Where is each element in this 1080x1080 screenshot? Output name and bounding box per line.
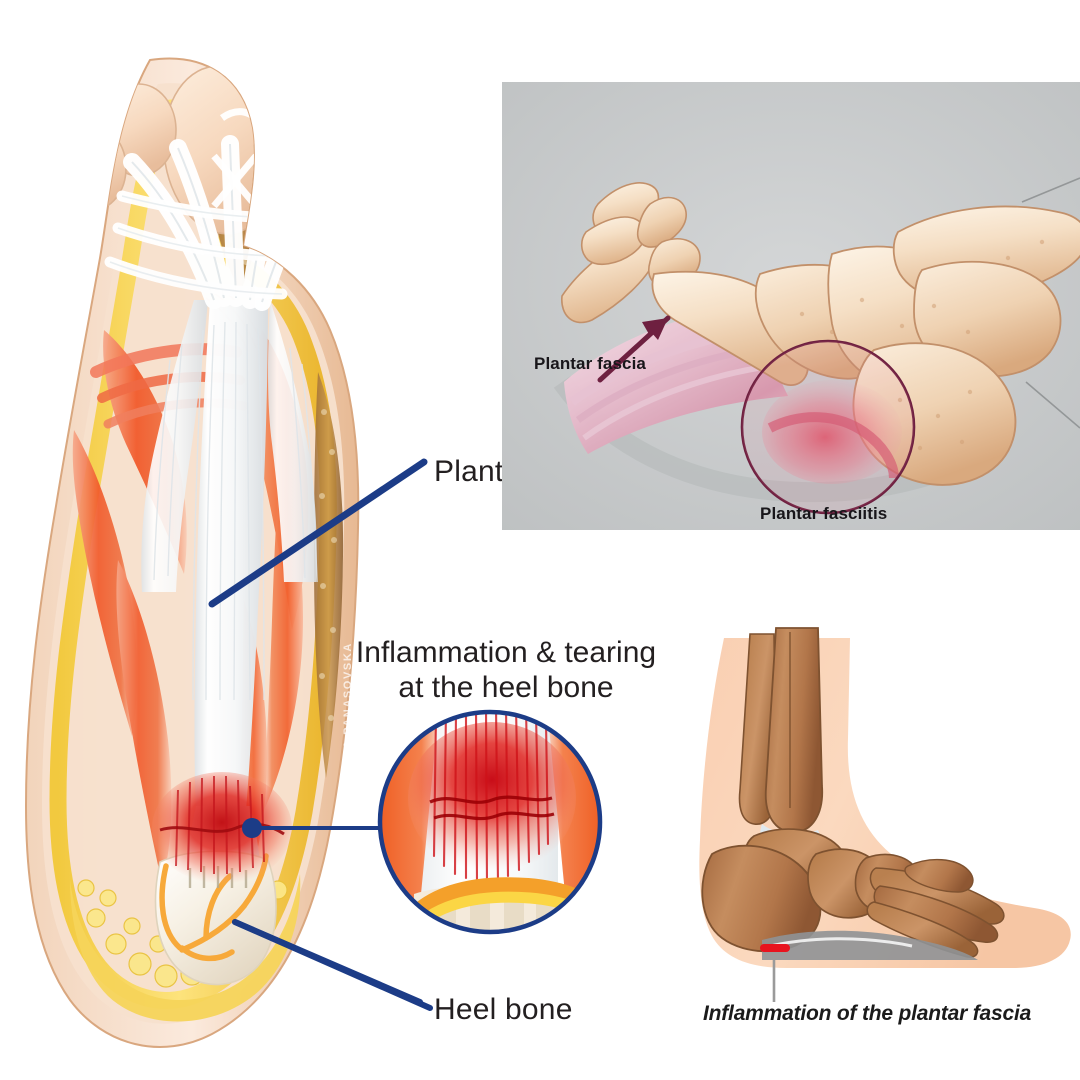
lateral-bones-svg xyxy=(502,82,1080,530)
leader-dot-inflammation xyxy=(242,818,262,838)
label-inflammation-line2: at the heel bone xyxy=(398,670,614,704)
label-inflammation-line1: Inflammation & tearing xyxy=(355,636,657,669)
panel-magnified-inset xyxy=(377,706,603,938)
ankle-foot-svg xyxy=(699,627,1071,1002)
magnified-inset-svg xyxy=(377,709,603,935)
metatarsal-bones-ankle xyxy=(866,858,1005,958)
inflammation-marker xyxy=(760,944,790,952)
toe-3 xyxy=(59,125,127,211)
label-inflammation-tearing: Inflammation & tearing at the heel bone xyxy=(350,636,662,705)
fasciitis-highlight-fill xyxy=(742,341,914,513)
fasciitis-highlight-circle xyxy=(740,339,916,515)
tibia-bone xyxy=(764,627,824,833)
inflamed-fascia-insertion xyxy=(767,412,899,479)
magnifier-circle-border xyxy=(377,709,603,935)
label-lateral-plantar-fascia: Plantar fascia xyxy=(534,354,646,373)
panel-plantar-view xyxy=(0,0,428,1080)
toe-bones xyxy=(561,182,701,324)
panel-ankle-view xyxy=(666,618,1080,1018)
toe-4 xyxy=(31,176,93,254)
panel-lateral-bones: Plantar fascia Plantar fasciitis xyxy=(502,82,1080,530)
hairline-leaders xyxy=(1021,177,1080,429)
bone-speckle xyxy=(799,239,1045,451)
caption-ankle-view: Inflammation of the plantar fascia xyxy=(703,1002,1032,1025)
fascia-arrow xyxy=(597,315,671,383)
plantar-foot-svg xyxy=(24,57,428,1048)
fasciitis-inflammation-glow xyxy=(762,380,902,484)
toe-5 xyxy=(26,237,69,303)
label-lateral-plantar-fasciitis: Plantar fasciitis xyxy=(760,504,888,523)
leader-plantar-fascia xyxy=(208,458,428,608)
label-heel-bone: Heel bone xyxy=(434,993,573,1026)
